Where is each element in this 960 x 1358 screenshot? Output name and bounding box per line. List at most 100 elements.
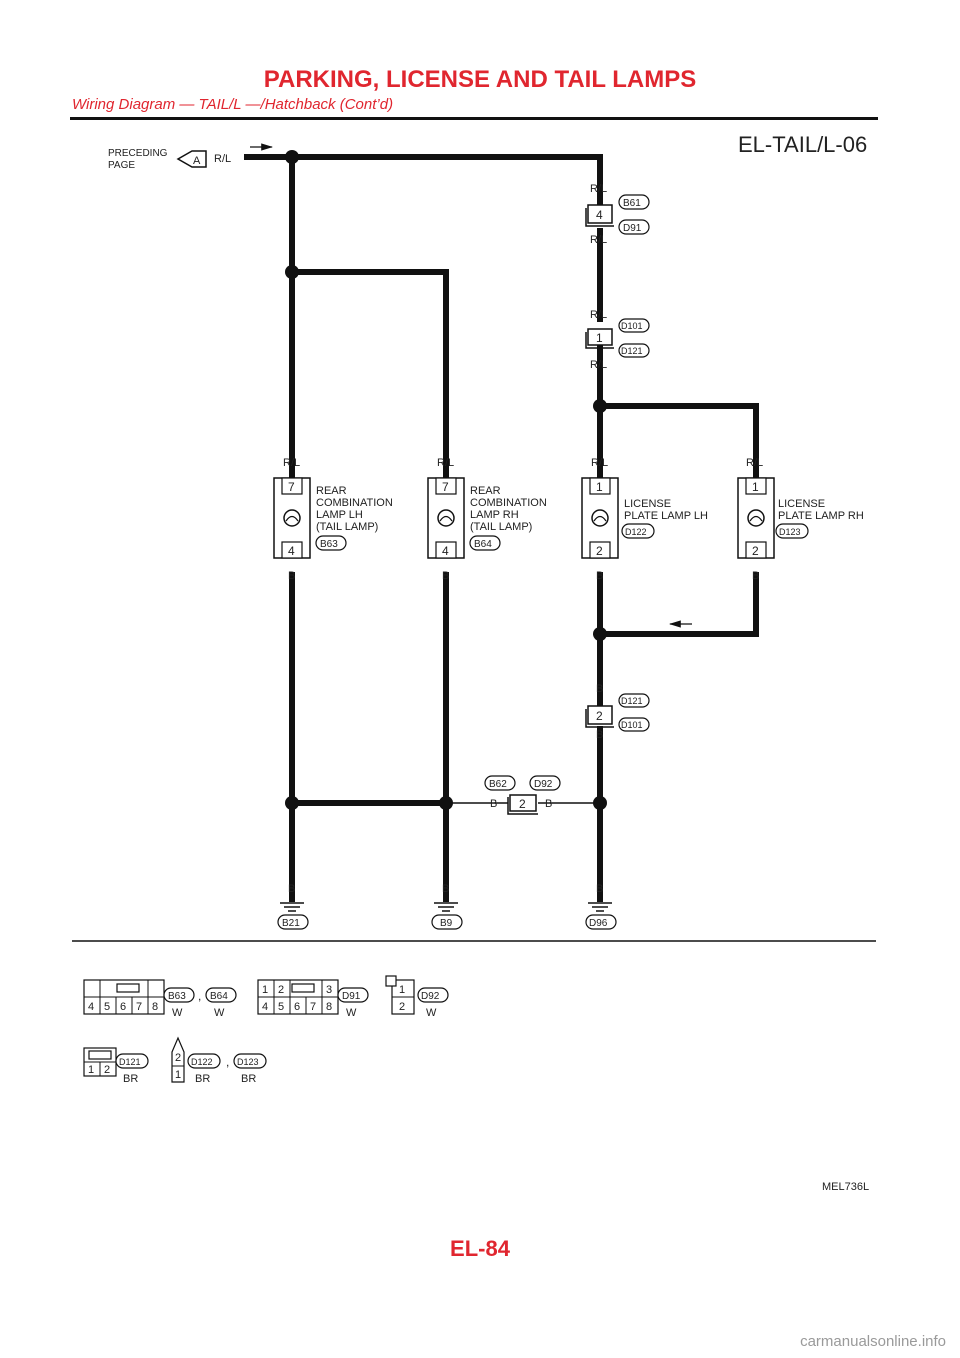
wire-color-b62-left: B [490,798,497,810]
d92-pin-2: 2 [399,1001,405,1013]
rear-lamp-lh-name-3: LAMP LH [316,509,363,521]
connector-b62-pin: 2 [519,797,526,811]
connector-d121-low-label: D121 [621,696,643,706]
splice-bus-right [593,796,607,810]
view-d122-color: BR [195,1073,210,1085]
connector-b61-d91-bracket [585,208,614,227]
connector-d121-pin: 2 [596,709,603,723]
rear-lamp-rh-name-4: (TAIL LAMP) [470,521,532,533]
connector-b62-d92 [509,794,537,812]
connector-d92-label: D92 [534,779,553,790]
view-d123-color: BR [241,1073,256,1085]
view-b63-color: W [172,1007,183,1019]
view-b64-color: W [214,1007,225,1019]
view-d121-label: D121 [119,1057,141,1067]
d121-pin-1: 1 [88,1064,94,1076]
wire-color-lic-lh-top: R/L [591,457,608,469]
wire-color-lic-lh-bottom: B [596,570,603,582]
rear-lamp-rh-pin-bottom-box [435,541,457,559]
watermark: carmanualsonline.info [800,1333,946,1350]
connector-d121-low-label-box [618,693,650,708]
license-lamp-lh-connector: D122 [625,527,647,537]
diagram-code: EL-TAIL/L-06 [738,132,867,157]
rear-lamp-lh-pin-top: 7 [288,480,295,494]
wire-color-top-feed: R/L [214,153,231,165]
wire-lic-rh-feed [600,403,759,478]
page-number: EL-84 [450,1236,510,1261]
connector-view-d122-d123: 2 1 D122 BR , D123 BR [171,1036,267,1085]
rear-lamp-lh-name-1: REAR [316,485,347,497]
splice-top [285,150,299,164]
connector-d121-label: D121 [621,346,643,356]
connector-d101-label-box [618,318,650,333]
license-lamp-rh-filament [749,515,763,522]
connector-b62-bracket [507,797,538,815]
wire-color-d101-bottom: B [596,729,603,741]
header-rule [70,117,878,120]
connector-d92-label-box [529,775,561,791]
rear-lamp-lh-bulb [283,509,301,527]
wire-color-ground-b21: B [288,883,295,895]
rear-lamp-rh-pin-top-box [435,477,457,495]
b63-pin-4: 4 [88,1001,94,1013]
preceding-page-label-2: PAGE [108,160,135,171]
rear-lamp-rh-connector-box [469,535,501,551]
connector-view-d121: 1 2 D121 BR [83,1047,149,1085]
view-b63-label: B63 [168,991,186,1002]
connector-b62-label-box [484,775,516,791]
view-b64-label: B64 [210,991,228,1002]
d91-pin-5: 5 [278,1001,284,1013]
rear-lamp-lh-filament [285,515,299,522]
rear-lamp-lh-pin-bottom-box [281,541,303,559]
view-d92-color: W [426,1007,437,1019]
wire-lic-rh-ground [600,572,759,637]
d122-pin-1: 1 [175,1069,181,1081]
license-lamp-rh-pin-top-box [745,477,767,495]
license-lamp-rh-pin-bottom-box [745,541,767,559]
d91-pin-7: 7 [310,1001,316,1013]
view-d92-label: D92 [421,991,440,1002]
connector-d121-d101 [587,705,613,725]
wire-color-rear-lh-bottom: B [288,570,295,582]
wire-color-d121-top: B [596,683,603,695]
license-lamp-lh-pin-top-box [589,477,611,495]
connector-b61-label-box [618,194,650,210]
view-d122-label: D122 [191,1057,213,1067]
d91-pin-8: 8 [326,1001,332,1013]
connector-d101-label: D101 [621,321,643,331]
rear-lamp-rh-bulb [437,509,455,527]
rear-lamp-rh-pin-bottom: 4 [442,544,449,558]
wire-feed-top [244,154,603,208]
d91-pin-1: 1 [262,984,268,996]
wires [244,154,759,902]
rear-lamp-lh-name-2: COMBINATION [316,497,393,509]
wire-color-lic-rh-top: R/L [746,457,763,469]
wire-color-d101-top: R/L [590,309,607,321]
rear-lamp-rh-name-2: COMBINATION [470,497,547,509]
d121-pin-2: 2 [104,1064,110,1076]
rear-lamp-lh-connector: B63 [320,539,338,550]
rear-lamp-rh-pin-top: 7 [442,480,449,494]
view-d122-d123-comma: , [226,1055,229,1069]
rear-lamp-rh-name-1: REAR [470,485,501,497]
wire-color-lic-rh-bottom: B [752,570,759,582]
view-d91-label: D91 [342,991,361,1002]
license-lamp-rh-name-2: PLATE LAMP RH [778,510,864,522]
connector-a-label: A [193,155,201,167]
connector-d101-low-label: D101 [621,720,643,730]
wire-color-rear-rh-top: R/L [437,457,454,469]
connector-d101-low-label-box [618,717,650,732]
connector-view-d92: 1 2 D92 W [385,975,449,1019]
d91-pin-3: 3 [326,984,332,996]
wire-color-d92-right: B [545,798,552,810]
license-lamp-rh-name-1: LICENSE [778,498,825,510]
rear-lamp-rh-name-3: LAMP RH [470,509,519,521]
view-d121-color: BR [123,1073,138,1085]
license-lamp-rh-connector: D123 [779,527,801,537]
connector-view-b63-b64: 4 5 6 7 8 B63 W , B64 W [83,979,237,1019]
connector-d101-d121 [587,328,613,346]
license-lamp-lh-filament [593,515,607,522]
ground-b21: B B21 [277,883,309,930]
rear-lamp-rh-filament [439,515,453,522]
